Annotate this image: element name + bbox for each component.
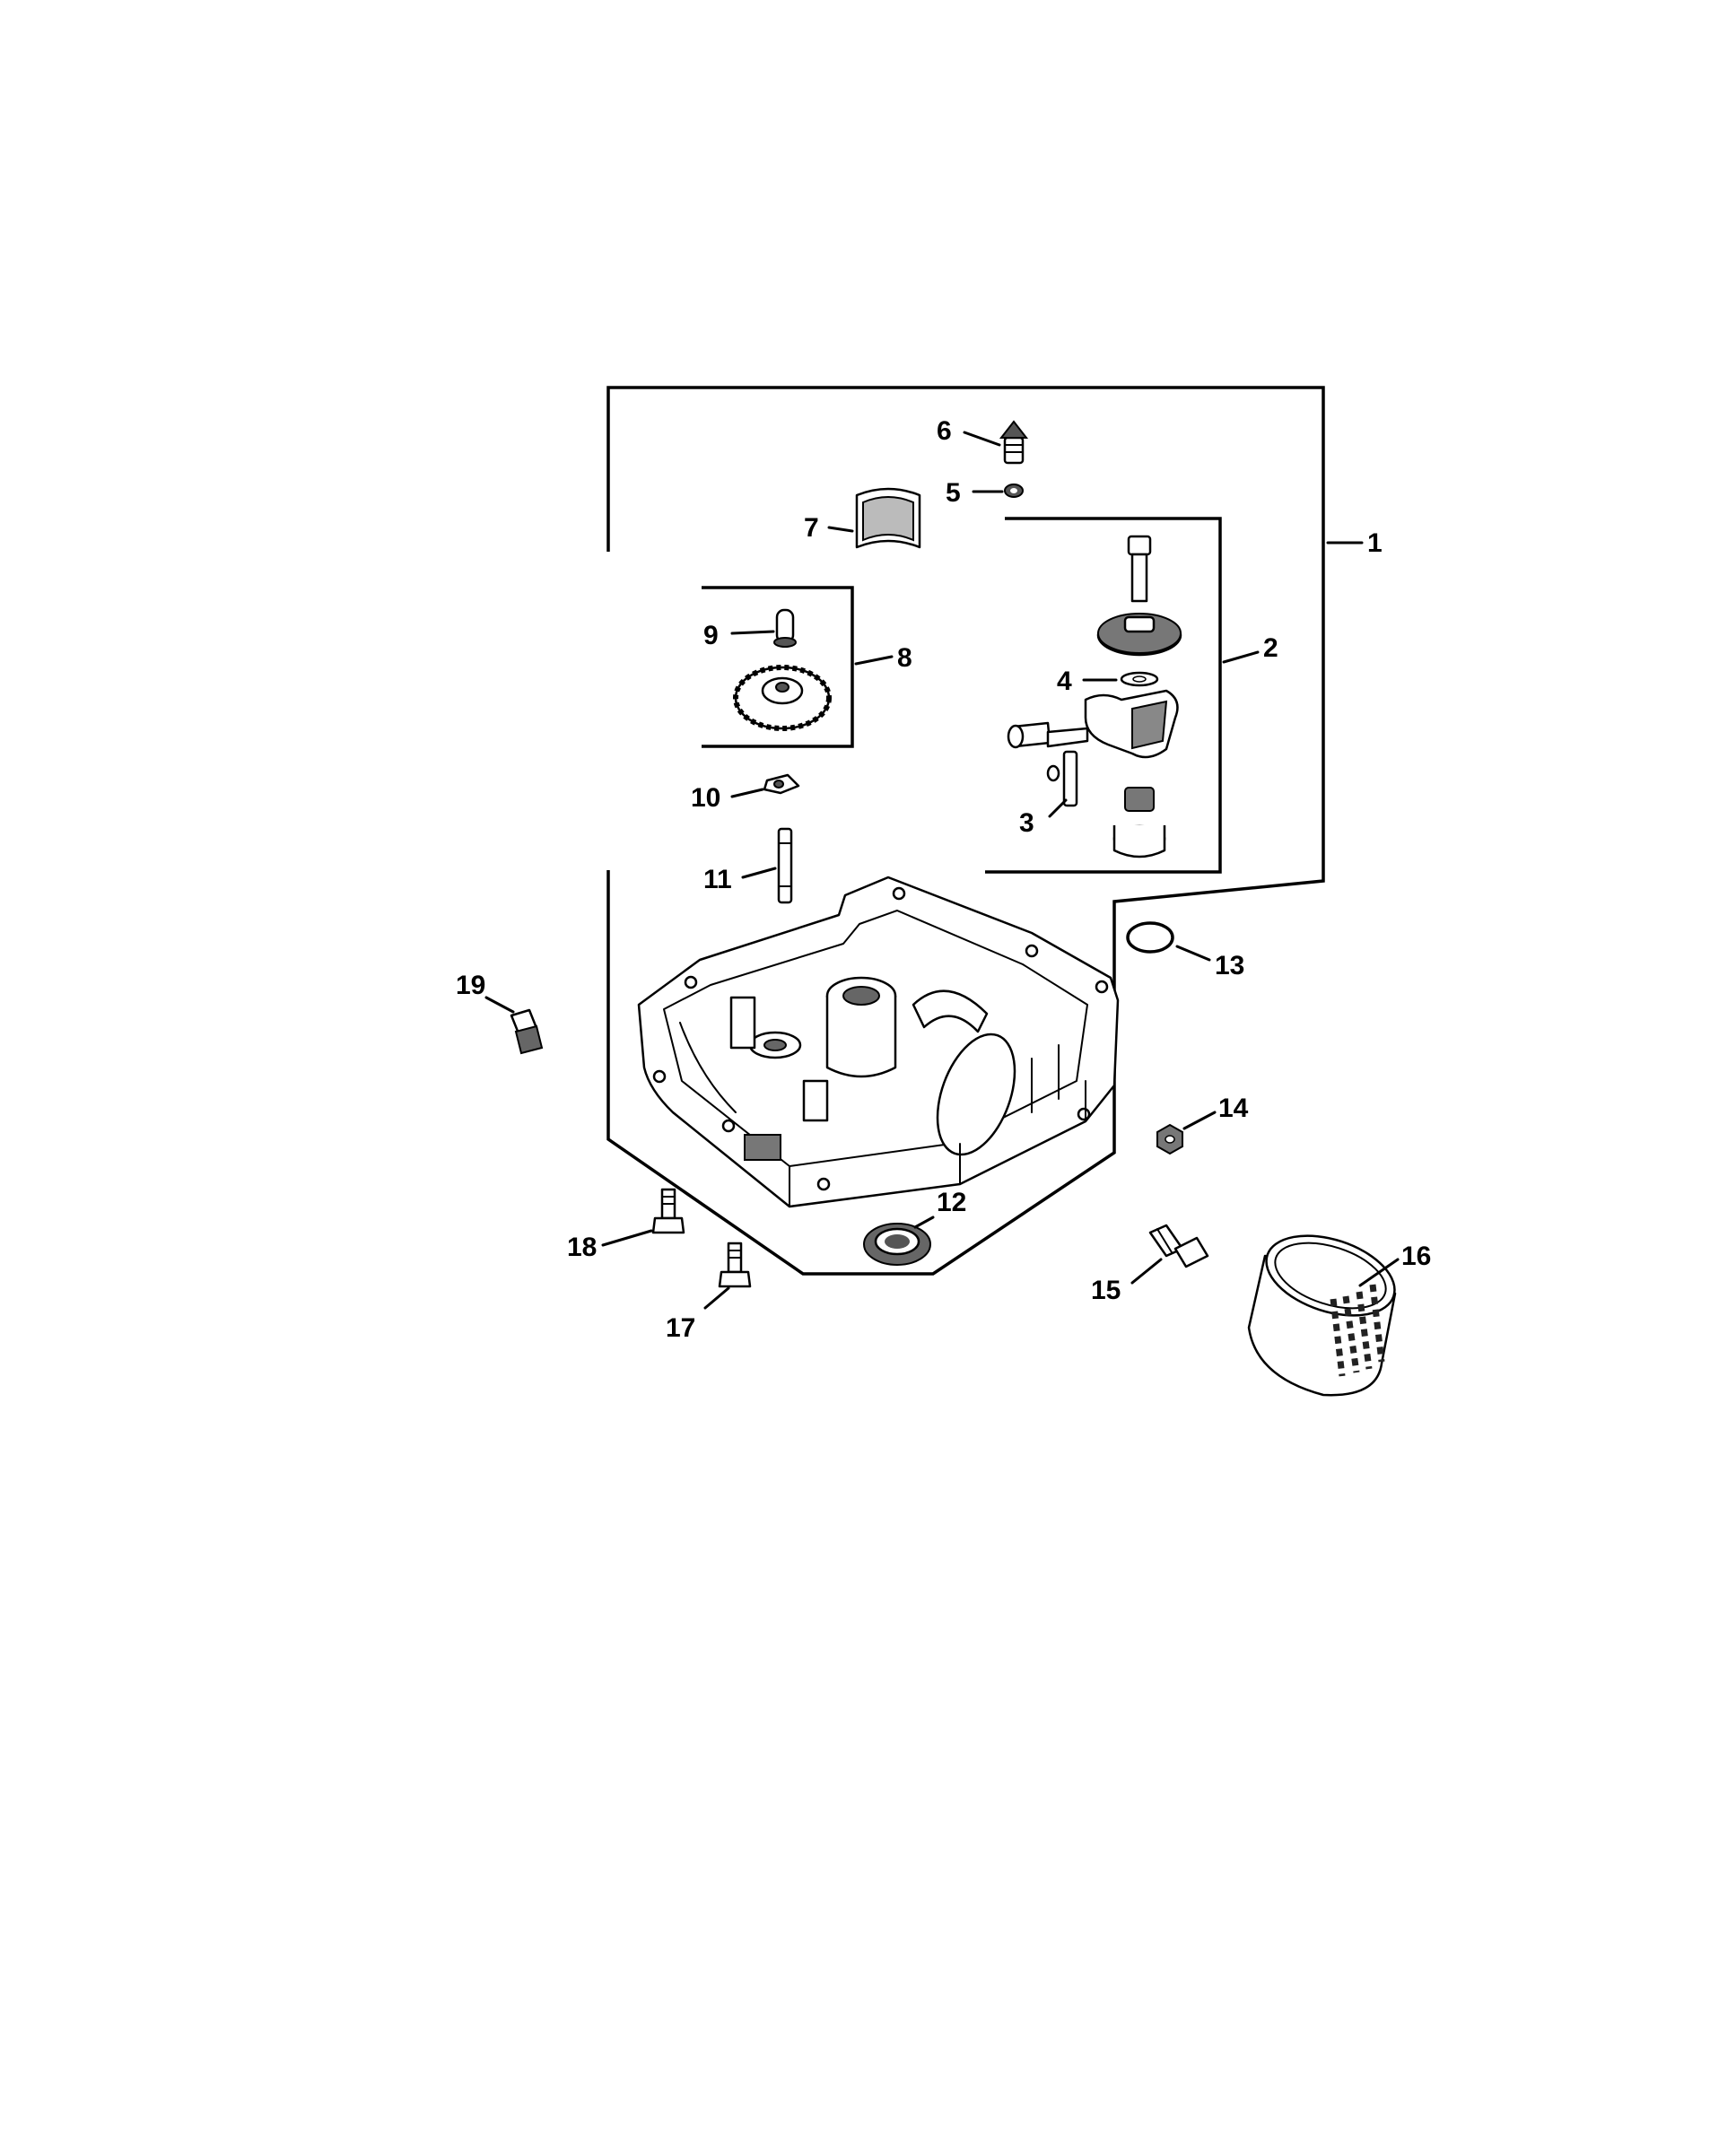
callout-3: 3	[1019, 808, 1034, 838]
part-9-pin	[773, 608, 797, 648]
part-5-washer	[1004, 484, 1024, 498]
leader-8	[854, 655, 894, 666]
leader-9	[730, 630, 775, 635]
callout-19: 19	[456, 971, 485, 1000]
callout-8: 8	[897, 643, 912, 673]
callout-17: 17	[666, 1313, 695, 1343]
leader-12	[913, 1216, 935, 1229]
part-12-seal	[863, 1223, 931, 1266]
leader-13	[1175, 945, 1211, 962]
callout-16: 16	[1401, 1242, 1431, 1271]
callout-5: 5	[946, 478, 961, 508]
leader-7	[827, 526, 854, 533]
callout-labels: 1 2 3 4 5 6 7 8 9 10 11 12 13 14 15 16 1…	[456, 416, 1431, 1343]
callout-11: 11	[703, 865, 732, 894]
subassembly-2-box	[985, 517, 1222, 874]
callout-12: 12	[937, 1188, 966, 1217]
leader-19	[484, 996, 515, 1014]
callout-18: 18	[567, 1233, 597, 1262]
part-7-screen	[855, 487, 921, 549]
leader-14	[1182, 1111, 1217, 1130]
part-17-screw	[718, 1242, 752, 1288]
callout-2: 2	[1263, 633, 1278, 663]
subassembly-8-box	[702, 586, 854, 748]
leader-2	[1222, 650, 1260, 664]
leader-16	[1358, 1258, 1400, 1287]
leader-6	[963, 431, 1001, 447]
callout-14: 14	[1218, 1094, 1249, 1123]
oil-pan-closure-plate	[637, 876, 1120, 1208]
callout-6: 6	[937, 416, 952, 446]
part-14-nut	[1156, 1123, 1183, 1155]
callout-15: 15	[1091, 1276, 1121, 1305]
callout-1: 1	[1367, 528, 1383, 558]
callout-7: 7	[804, 513, 819, 543]
callout-4: 4	[1057, 667, 1072, 696]
callout-9: 9	[703, 621, 719, 650]
part-8-gear	[733, 665, 832, 731]
callout-10: 10	[691, 783, 720, 813]
leader-lines	[484, 431, 1400, 1310]
leader-3	[1048, 798, 1068, 818]
leader-18	[601, 1229, 653, 1247]
leader-17	[703, 1286, 730, 1310]
part-10-cam	[763, 773, 800, 795]
part-19-plug	[510, 1008, 544, 1055]
part-2-oil-pump	[1007, 535, 1182, 858]
part-11-shaft	[777, 827, 793, 904]
leader-11	[741, 867, 777, 879]
leader-15	[1130, 1258, 1163, 1285]
part-6-fitting	[999, 420, 1029, 465]
part-16-oil-filter	[1247, 1234, 1397, 1397]
part-18-screw	[651, 1188, 685, 1234]
part-15-drain-plug	[1148, 1224, 1209, 1268]
part-3-pin	[1046, 750, 1078, 807]
leader-10	[730, 788, 764, 798]
callout-13: 13	[1215, 951, 1244, 980]
part-4-washer	[1120, 671, 1159, 687]
part-13-o-ring	[1126, 921, 1174, 954]
